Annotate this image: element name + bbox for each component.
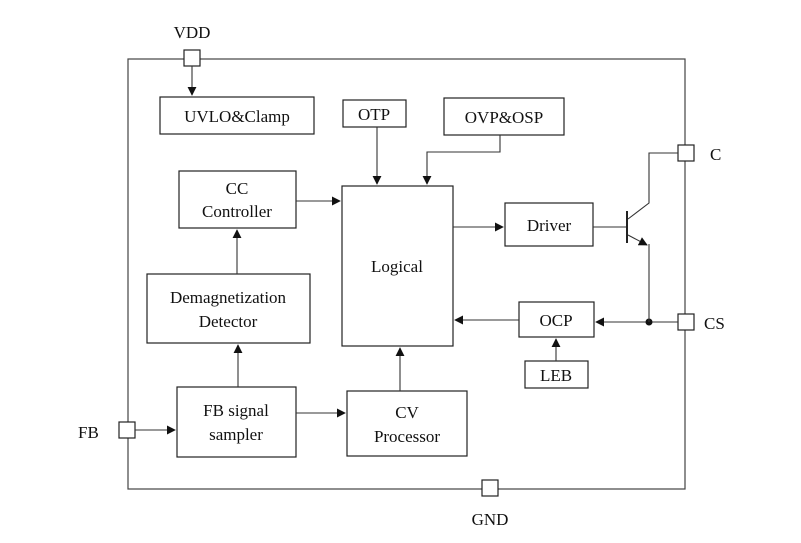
fb-sampler-line1: FB signal <box>203 401 269 420</box>
driver-label: Driver <box>527 216 572 235</box>
ovp-osp-label: OVP&OSP <box>465 108 543 127</box>
fb-label: FB <box>78 423 99 442</box>
c-pin <box>677 144 695 162</box>
vdd-pin <box>183 49 201 67</box>
leb-label: LEB <box>540 366 572 385</box>
uvlo-clamp-label: UVLO&Clamp <box>184 107 290 126</box>
cv-processor-line1: CV <box>395 403 419 422</box>
cc-controller-block <box>178 170 297 229</box>
cs-label: CS <box>704 314 725 333</box>
gnd-label: GND <box>472 510 509 529</box>
gnd-pin <box>481 479 499 497</box>
cv-processor-block <box>346 390 468 457</box>
fb-signal-sampler-block <box>176 386 297 458</box>
logical-label: Logical <box>371 257 423 276</box>
demagnetization-line1: Demagnetization <box>170 288 287 307</box>
ocp-label: OCP <box>539 311 572 330</box>
fb-pin <box>118 421 136 439</box>
cc-controller-line1: CC <box>226 179 249 198</box>
emitter-arrow <box>627 234 648 246</box>
demagnetization-detector-block <box>146 273 311 344</box>
collector-to-c-wire <box>627 152 678 220</box>
demagnetization-line2: Detector <box>199 312 258 331</box>
otp-block <box>342 99 407 128</box>
cv-processor-line2: Processor <box>374 427 440 446</box>
otp-label: OTP <box>358 105 390 124</box>
fb-sampler-line2: sampler <box>209 425 263 444</box>
ovp-to-logical-arrow <box>422 135 501 185</box>
vdd-label: VDD <box>174 23 211 42</box>
ovp-osp-block <box>443 97 565 136</box>
leb-block <box>524 360 589 389</box>
driver-block <box>504 202 594 247</box>
cs-pin <box>677 313 695 331</box>
logical-block <box>341 185 454 347</box>
chip-outline <box>127 58 686 490</box>
uvlo-clamp-block <box>159 96 315 135</box>
c-label: C <box>710 145 721 164</box>
cc-controller-line2: Controller <box>202 202 272 221</box>
